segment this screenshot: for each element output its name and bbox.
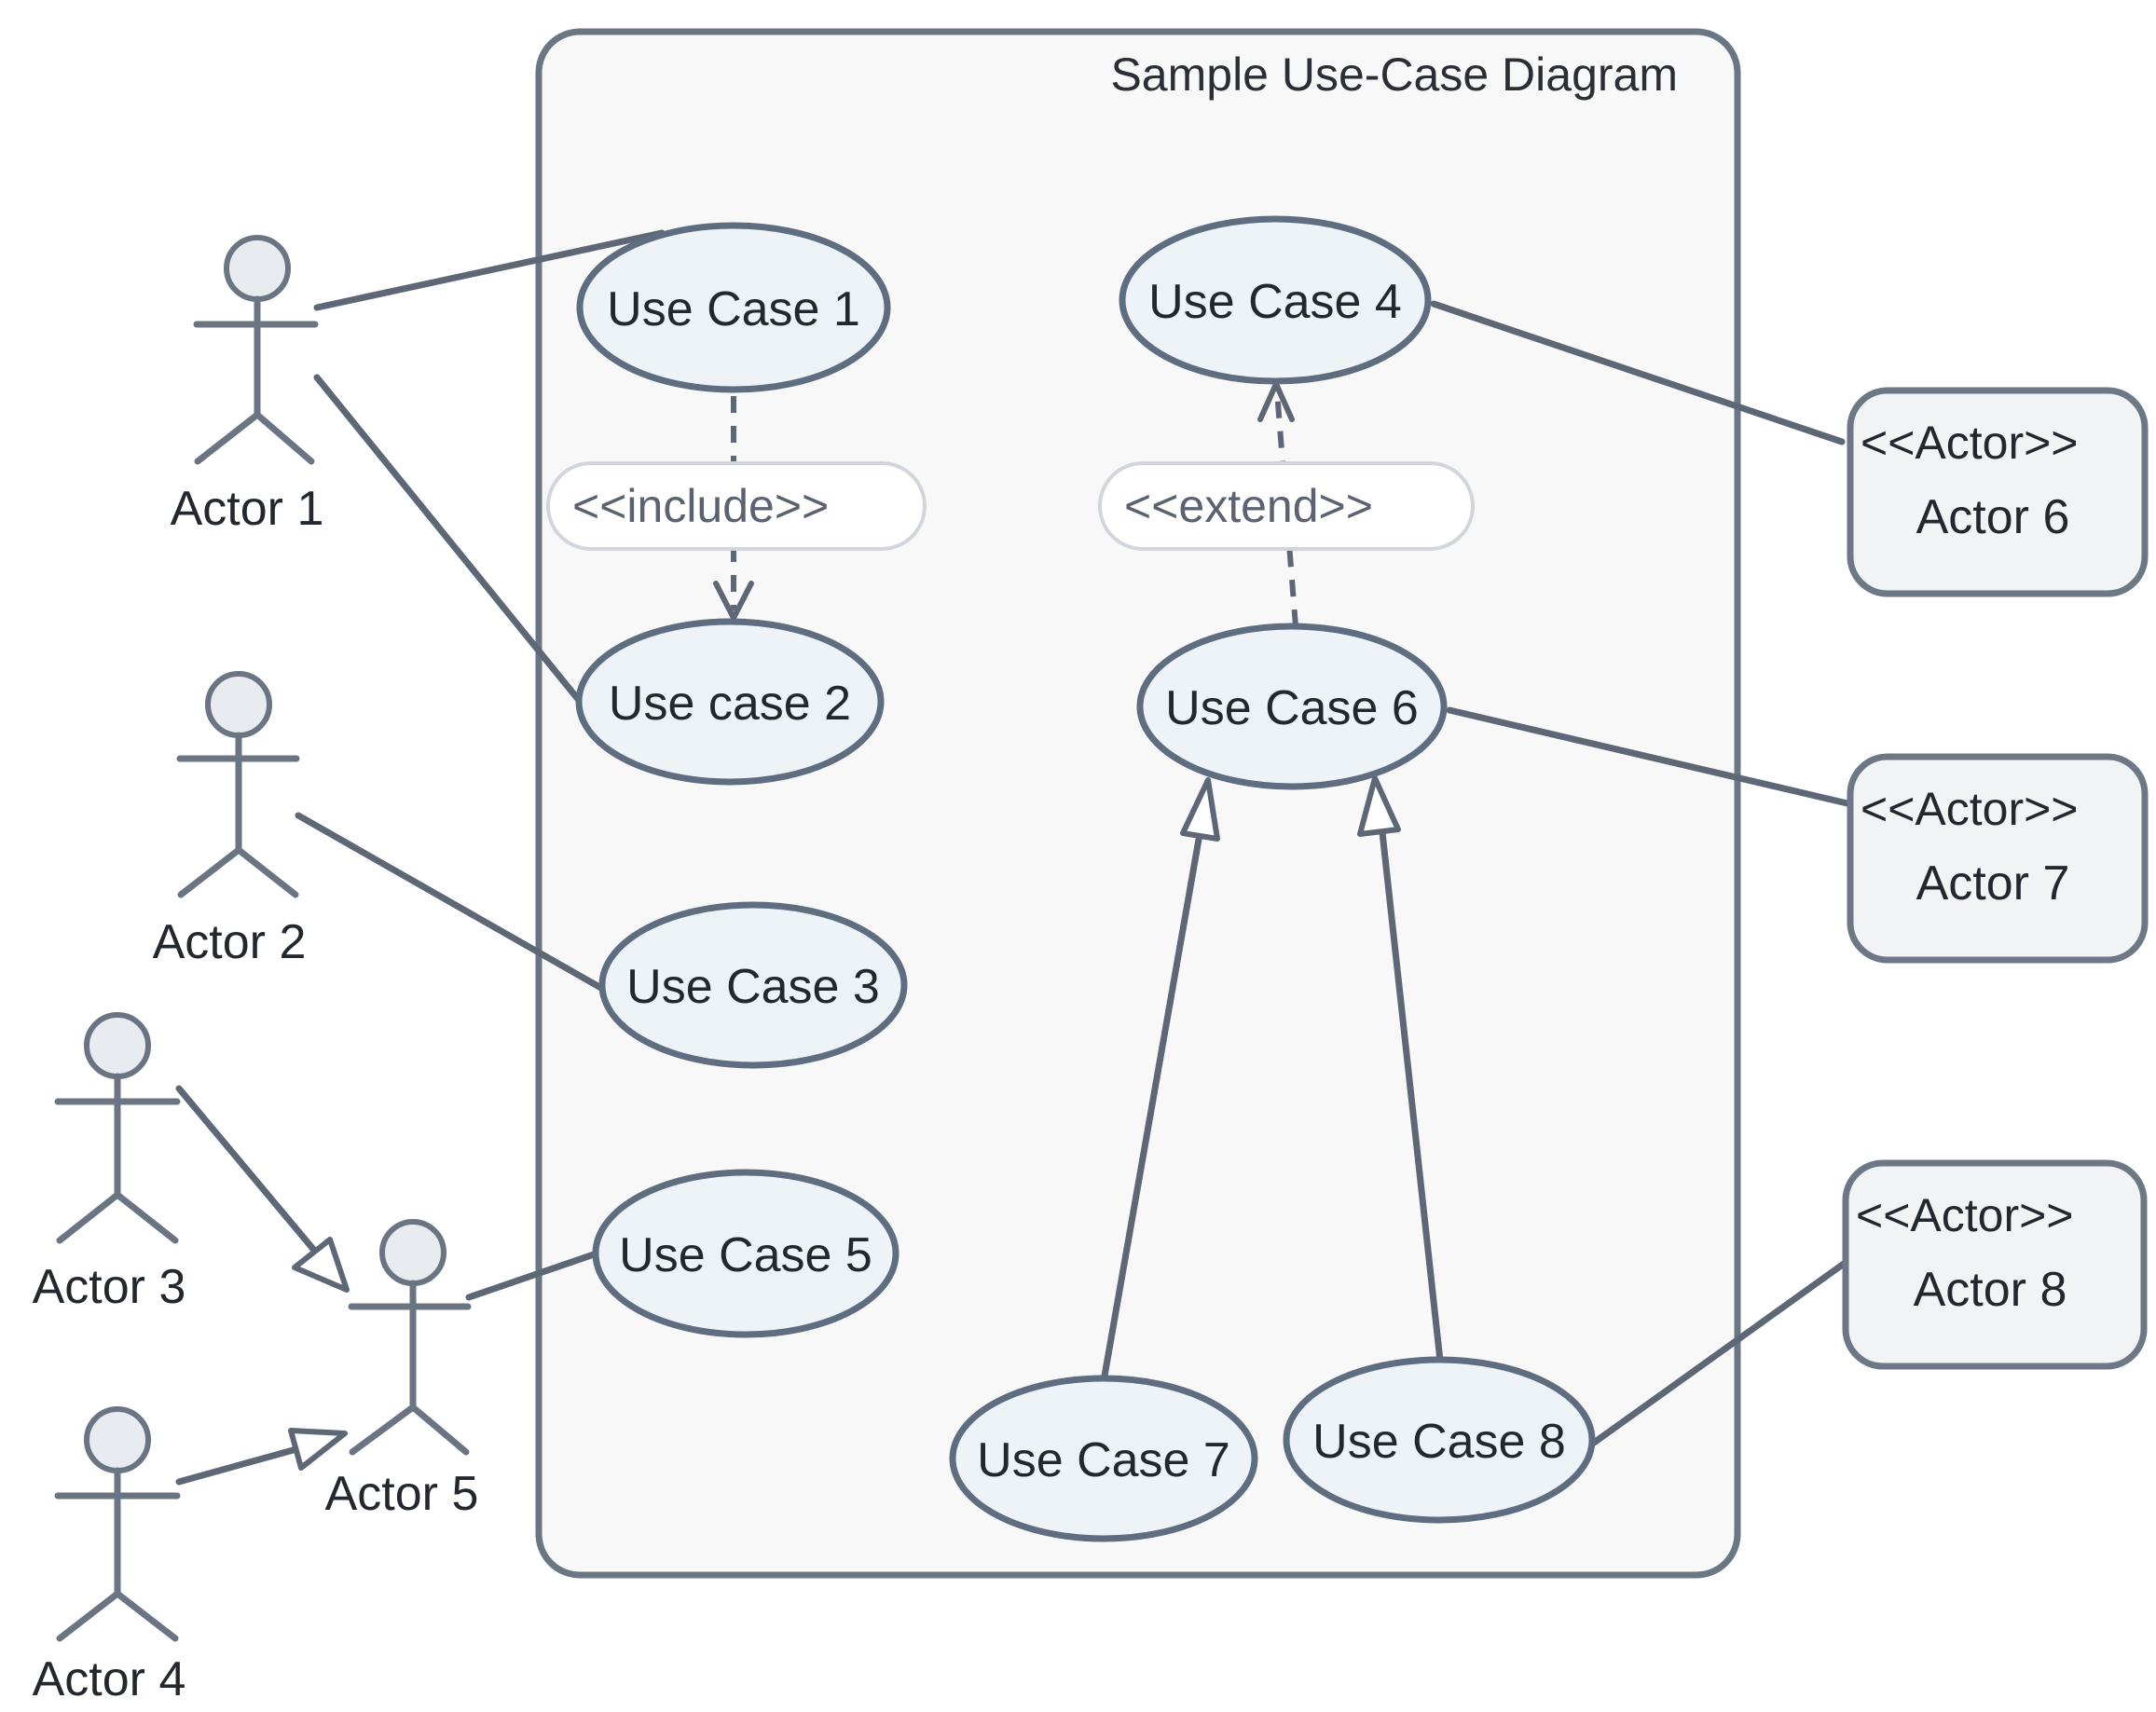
actor-stereotype: <<Actor>> — [1856, 1189, 2074, 1241]
actor-label: Actor 1 — [171, 482, 324, 536]
assoc-uc8-actor8 — [1590, 1260, 1847, 1446]
include-label-box — [546, 461, 927, 551]
use-case-shape — [1136, 623, 1448, 790]
use-case-1[interactable]: Use Case 1 — [576, 222, 891, 393]
diagram-title: Sample Use-Case Diagram — [1110, 48, 1678, 101]
use-case-label: Use Case 4 — [1148, 275, 1402, 329]
assoc-uc4-actor6 — [1430, 300, 1846, 445]
actor-left-leg — [56, 1191, 121, 1244]
actor-left-leg — [194, 411, 261, 465]
assoc-actor5-uc5 — [465, 1250, 600, 1301]
use-case-8[interactable]: Use Case 8 — [1283, 1356, 1596, 1524]
actor-right-leg — [254, 411, 315, 465]
include-label: <<include>> — [572, 480, 829, 532]
actor-head — [224, 235, 291, 302]
use-case-3[interactable]: Use Case 3 — [598, 901, 908, 1069]
generalization-actor4-actor5 — [175, 1445, 300, 1486]
generalization-uc7-uc6 — [1100, 830, 1203, 1385]
use-case-7[interactable]: Use Case 7 — [949, 1375, 1258, 1542]
assoc-actor1-uc2 — [313, 374, 589, 712]
actor-head — [205, 671, 272, 738]
use-case-label: Use Case 8 — [1312, 1415, 1566, 1469]
actor-right-leg — [409, 1404, 470, 1456]
use-case-shape — [575, 618, 885, 786]
actor-left-leg — [177, 846, 242, 898]
actor-5[interactable]: Actor 5 — [325, 1219, 479, 1521]
actor-2[interactable]: Actor 2 — [153, 671, 307, 969]
actor-label: Actor 7 — [1916, 856, 2070, 911]
use-case-shape — [592, 1169, 899, 1338]
actor-box — [1842, 1159, 2148, 1370]
use-case-shape — [1119, 215, 1432, 385]
use-case-shape — [576, 222, 891, 393]
use-case-label: Use case 2 — [609, 677, 851, 731]
generalization-uc8-uc6 — [1379, 829, 1444, 1364]
include-arrowhead — [713, 581, 754, 621]
actor-label: Actor 8 — [1914, 1263, 2067, 1317]
actor-head — [84, 1406, 151, 1473]
generalization-arrow-actor3-actor5 — [292, 1237, 350, 1293]
generalization-arrow-actor4-actor5 — [288, 1428, 348, 1471]
use-case-2[interactable]: Use case 2 — [575, 618, 885, 786]
actor-right-leg — [114, 1590, 179, 1642]
extend-label: <<extend>> — [1124, 480, 1373, 532]
actor-4[interactable]: Actor 4 — [33, 1406, 186, 1706]
actor-right-leg — [114, 1191, 179, 1244]
actor-box — [1847, 753, 2149, 964]
use-case-label: Use Case 1 — [607, 282, 860, 336]
actor-stereotype: <<Actor>> — [1861, 783, 2079, 835]
actor-stereotype: <<Actor>> — [1861, 417, 2079, 469]
actor-label: Actor 4 — [33, 1652, 186, 1706]
actor-8[interactable]: <<Actor>> Actor 8 — [1842, 1159, 2148, 1370]
actor-left-leg — [349, 1404, 417, 1456]
use-case-label: Use Case 3 — [626, 960, 880, 1014]
use-case-4[interactable]: Use Case 4 — [1119, 215, 1432, 385]
use-case-shape — [1283, 1356, 1596, 1524]
extend-dependency-line — [1274, 390, 1298, 627]
generalization-actor3-actor5 — [175, 1085, 321, 1257]
actor-right-leg — [235, 846, 299, 898]
use-case-label: Use Case 7 — [977, 1433, 1230, 1487]
actor-label: Actor 6 — [1916, 490, 2070, 544]
extend-label-box — [1098, 461, 1475, 551]
actor-label: Actor 2 — [153, 915, 307, 969]
generalization-arrow-uc7-uc6 — [1180, 777, 1220, 842]
use-case-label: Use Case 6 — [1165, 681, 1419, 735]
actor-1[interactable]: Actor 1 — [171, 235, 324, 536]
assoc-uc6-actor7 — [1446, 706, 1855, 808]
use-case-6[interactable]: Use Case 6 — [1136, 623, 1448, 790]
actor-head — [84, 1012, 151, 1079]
actor-box — [1847, 387, 2149, 597]
generalization-arrow-uc8-uc6 — [1357, 775, 1401, 837]
use-case-label: Use Case 5 — [619, 1228, 872, 1282]
actor-6[interactable]: <<Actor>> Actor 6 — [1847, 387, 2149, 597]
actor-head — [379, 1219, 446, 1286]
actor-label: Actor 5 — [325, 1467, 479, 1521]
use-case-shape — [949, 1375, 1258, 1542]
assoc-actor1-uc1 — [313, 229, 666, 311]
assoc-actor2-uc3 — [295, 812, 610, 994]
actor-7[interactable]: <<Actor>> Actor 7 — [1847, 753, 2149, 964]
actor-3[interactable]: Actor 3 — [33, 1012, 186, 1314]
actor-label: Actor 3 — [33, 1260, 186, 1314]
actor-left-leg — [56, 1590, 121, 1642]
use-case-5[interactable]: Use Case 5 — [592, 1169, 899, 1338]
use-case-shape — [598, 901, 908, 1069]
